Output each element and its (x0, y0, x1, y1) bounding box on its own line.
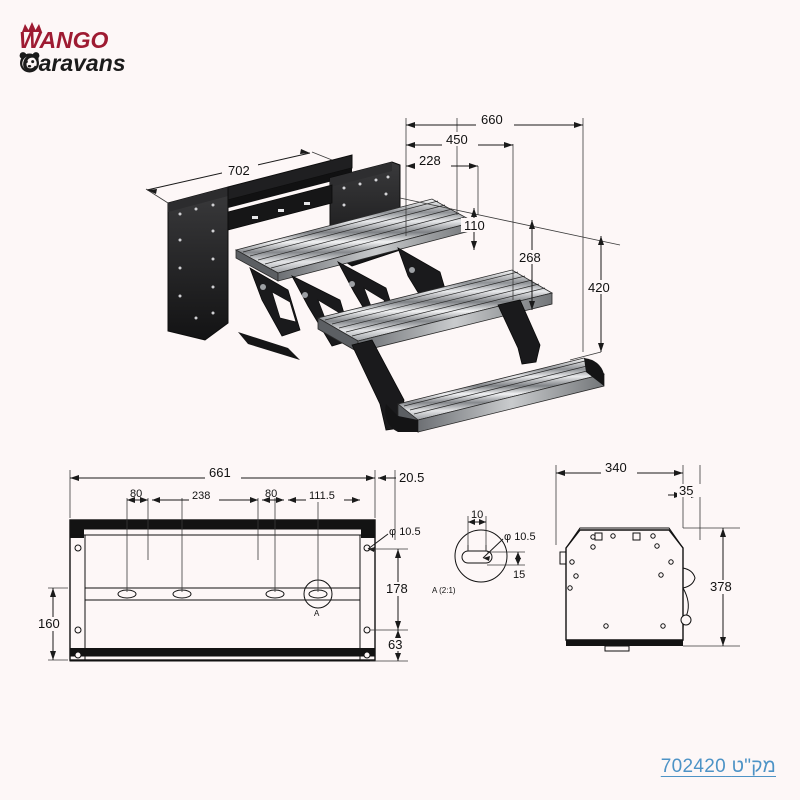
dim-378-text: 378 (710, 579, 732, 594)
dim-268: 268 (516, 220, 550, 310)
dim-80-a-text: 80 (130, 488, 142, 500)
detail-a-scale-label: A (2:1) (432, 586, 456, 595)
dim-15-text: 15 (513, 569, 525, 581)
side-bolt-holes (567, 533, 674, 629)
dim-661-text: 661 (209, 465, 231, 480)
dim-660-text: 660 (481, 112, 503, 127)
dim-phi-10-5-front-text: φ 10.5 (389, 526, 421, 538)
dim-80-a: 80 (127, 488, 148, 503)
dim-35-text: 35 (679, 483, 693, 498)
dim-phi-10-5-detail-text: φ 10.5 (504, 531, 536, 543)
dim-228: 228 (406, 153, 478, 169)
dim-10: 10 (468, 509, 486, 525)
detail-marker-a: A (314, 609, 320, 618)
part-number: מק"ט 702420 (661, 756, 776, 778)
dim-661: 661 (70, 465, 375, 481)
dim-111-5-text: 111.5 (309, 490, 335, 502)
dim-35: 35 (668, 483, 701, 498)
dim-702-text: 702 (228, 163, 250, 178)
dim-228-text: 228 (419, 153, 441, 168)
front-slot-holes (117, 589, 328, 599)
dim-450: 450 (406, 132, 513, 148)
dim-80-b-text: 80 (265, 488, 277, 500)
dim-238: 238 (152, 490, 258, 503)
panda-face-icon (19, 52, 40, 73)
dim-63-text: 63 (388, 637, 402, 652)
dim-178: 178 (370, 548, 414, 631)
dim-10-text: 10 (471, 509, 483, 521)
dim-238-text: 238 (192, 490, 210, 502)
brand-bottom-text: Caravans (22, 50, 126, 74)
dim-63: 63 (370, 630, 410, 662)
dim-phi-10-5-front: φ 10.5 (367, 526, 421, 552)
dim-702: 702 (145, 149, 333, 204)
dim-160-text: 160 (38, 616, 60, 631)
dim-178-text: 178 (386, 581, 408, 596)
dim-20-5: 20.5 (378, 470, 424, 485)
dim-160: 160 (36, 587, 68, 661)
dim-15: 15 (513, 552, 525, 581)
brand-top-text: WANGO (19, 27, 109, 53)
dim-420: 420 (585, 236, 619, 352)
dim-268-text: 268 (519, 250, 541, 265)
brand-logo: WANGO Caravans (14, 18, 154, 76)
dim-111-5: 111.5 (288, 490, 360, 503)
dim-110-text: 110 (464, 218, 485, 233)
dim-20-5-text: 20.5 (399, 470, 424, 485)
dim-110: 110 (461, 208, 489, 250)
dim-phi-10-5-detail: φ 10.5 (482, 531, 536, 561)
dim-378: 378 (707, 528, 741, 646)
part-number-label: מק"ט (731, 756, 776, 777)
dim-420-text: 420 (588, 280, 610, 295)
dim-450-text: 450 (446, 132, 468, 147)
part-number-value: 702420 (660, 756, 726, 777)
dim-80-b: 80 (262, 488, 284, 503)
dim-660: 660 (406, 112, 583, 128)
crown-icon (22, 22, 42, 32)
dim-340-text: 340 (605, 460, 627, 475)
dim-340: 340 (556, 460, 683, 476)
